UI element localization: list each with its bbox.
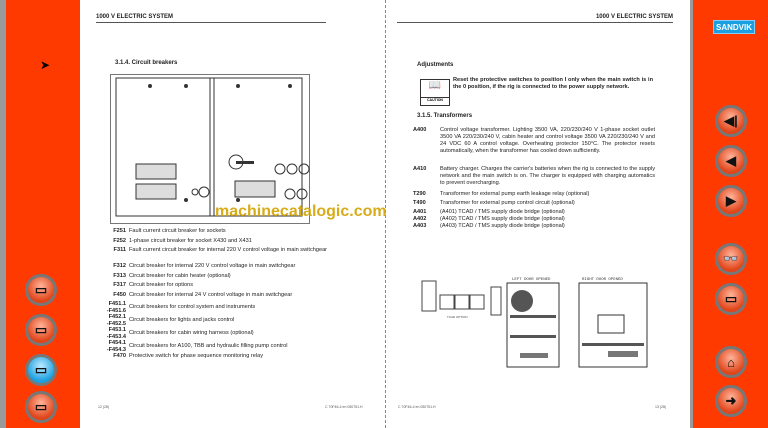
right-footer-doc: C 70F46-4 en 050751.H [398,405,436,409]
breaker-code: F452.1 -F452.5 [106,314,126,327]
transformer-description: (A403) TCAD / TMS supply diode bridge (o… [440,223,565,229]
book-active-button[interactable]: ▭ [25,354,57,386]
transformer-code: T490 [413,200,426,206]
transformers-title: 3.1.5. Transformers [417,113,473,119]
next-page-icon: ▶ [726,193,736,208]
left-toolbar: ▭ ▭ ▭ ▭ [6,0,80,428]
transformer-code: A402 [413,216,427,222]
breaker-description: Circuit breakers for cabin wiring harnes… [129,330,254,336]
transformer-code: A410 [413,166,427,172]
circuit-breaker-panel-diagram [110,74,310,224]
left-page-header: 1000 V ELECTRIC SYSTEM [96,14,326,23]
home-button[interactable]: ⌂ [715,346,747,378]
transformer-code: A403 [413,223,427,229]
breaker-code: F317 [113,282,126,288]
first-page-button[interactable]: ◀| [715,105,747,137]
watermark: machinecatalogic.com [215,203,387,220]
left-footer-doc: C 70F46-4 en 050751.H [325,405,363,409]
breaker-description: Circuit breakers for control system and … [129,304,256,310]
exit-button[interactable]: ➜ [715,385,747,417]
breaker-code: F252 [113,237,126,244]
transformer-description: Battery charger. Charges the carrier's b… [440,166,655,186]
book-edit-icon: ▭ [34,322,48,337]
right-door-label: RIGHT DOOR OPENED [582,278,623,282]
transformer-description: Transformer for external pump earth leak… [440,191,590,197]
book-active-icon: ▭ [34,362,48,377]
mouse-cursor-icon: ➤ [40,58,51,72]
section-title: 3.1.4. Circuit breakers [115,60,178,66]
home-icon: ⌂ [727,354,735,370]
breaker-description: Circuit breaker for internal 220 V contr… [129,263,296,269]
tcad-option-label: TCAD OPTION [447,315,468,319]
transformer-door-diagram: TCAD OPTION LEFT DOOR OPENED RIGHT DOOR … [421,278,648,368]
breaker-code: F454.1 -F454.3 [106,340,126,353]
transformer-code: T290 [413,191,426,197]
first-page-icon: ◀| [724,113,738,128]
transformer-description: (A402) TCAD / TMS supply diode bridge (o… [440,216,565,222]
right-toolbar: SANDVIK ◀| ◀ ▶ 👓 ▭ ⌂ ➜ [693,0,768,428]
caution-label: CAUTION [427,98,443,102]
book-contents-button[interactable]: ▭ [25,274,57,306]
book-index-icon: ▭ [34,399,48,414]
breaker-code: F450 [113,291,126,298]
adjustments-title: Adjustments [417,62,454,68]
breaker-description: Fault current circuit breaker for socket… [129,228,226,234]
binoculars-search-icon: 👓 [722,251,740,266]
book-contents-icon: ▭ [34,282,48,297]
transformer-code: A401 [413,209,427,215]
breaker-code: F251 [113,228,126,234]
book-index-button[interactable]: ▭ [25,391,57,423]
caution-icon: 📖 CAUTION [420,79,450,106]
breaker-code: F313 [113,272,126,279]
breaker-description: Circuit breakers for lights and jacks co… [129,317,235,323]
next-page-button[interactable]: ▶ [715,185,747,217]
printer-icon: ▭ [724,291,738,306]
breaker-code: F312 [113,263,126,269]
right-footer-page: 13 (28) [655,405,667,409]
sandvik-logo: SANDVIK [713,20,755,34]
breaker-description: Circuit breakers for A100, TBB and hydra… [129,343,288,349]
caution-text: Reset the protective switches to positio… [453,77,653,90]
transformer-description: Control voltage transformer. Lighting 35… [440,127,655,154]
breaker-description: Circuit breaker for options [129,282,194,288]
binoculars-search-button[interactable]: 👓 [715,243,747,275]
right-page-header: 1000 V ELECTRIC SYSTEM [397,14,673,23]
breaker-code: F470 [113,353,126,359]
printer-button[interactable]: ▭ [715,283,747,315]
breaker-code: F451.1 -F451.6 [106,301,126,314]
breaker-code: F453.1 -F453.4 [106,327,126,340]
document-spread: 1000 V ELECTRIC SYSTEM 3.1.4. Circuit br… [80,0,690,428]
breaker-code: F311 [113,247,126,253]
transformer-description: (A401) TCAD / TMS supply diode bridge (o… [440,209,565,215]
transformer-code: A400 [413,127,427,133]
book-edit-button[interactable]: ▭ [25,314,57,346]
breaker-description: Circuit breaker for cabin heater (option… [129,272,231,279]
page-divider [385,0,386,428]
breaker-description: 1-phase circuit breaker for socket X430 … [129,237,252,244]
exit-icon: ➜ [725,393,737,408]
left-door-label: LEFT DOOR OPENED [512,278,551,282]
breaker-description: Circuit breaker for internal 24 V contro… [129,291,293,298]
breaker-description: Protective switch for phase sequence mon… [129,353,264,359]
transformer-description: Transformer for external pump control ci… [440,200,575,206]
previous-page-button[interactable]: ◀ [715,145,747,177]
breaker-description: Fault current circuit breaker for intern… [129,247,328,253]
previous-page-icon: ◀ [726,153,736,168]
left-footer-page: 12 (28) [98,405,110,409]
